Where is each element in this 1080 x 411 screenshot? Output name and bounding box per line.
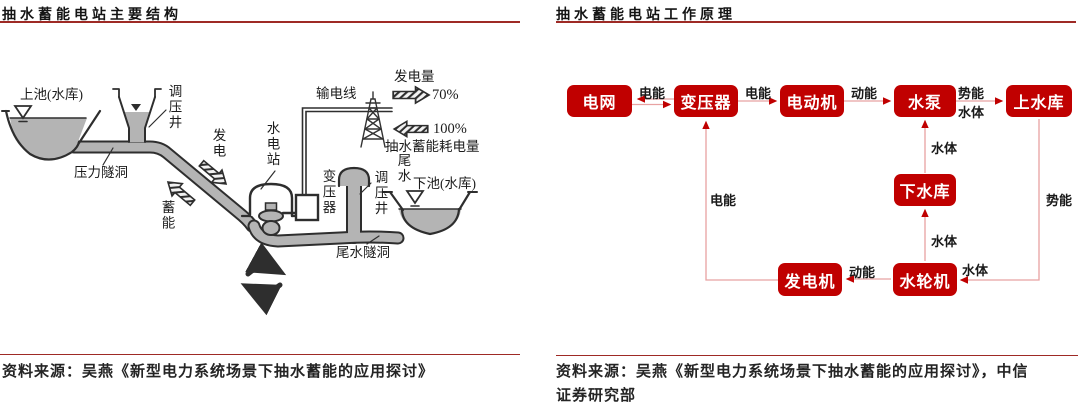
left-source-rule xyxy=(0,354,520,355)
edge-label-lower-pump-water: 水体 xyxy=(931,141,958,156)
label-upper-pool: 上池(水库) xyxy=(20,87,83,102)
edge-label-turbine-generator: 动能 xyxy=(849,265,876,280)
label-surge-shaft-left: 调压井 xyxy=(166,84,182,131)
node-motor: 电动机 xyxy=(780,85,844,117)
right-source-rule xyxy=(556,355,1078,356)
edge-label-transformer-motor: 电能 xyxy=(745,86,772,101)
label-tailrace-tunnel: 尾水隧洞 xyxy=(336,245,390,260)
tail-surge-shaft-shape xyxy=(337,166,371,188)
transmission-tower-icon xyxy=(360,91,386,148)
tailrace-tunnel-shape xyxy=(247,176,405,248)
node-grid: 电网 xyxy=(567,85,632,117)
label-surge-shaft-right: 调压井 xyxy=(372,170,388,217)
label-pumping-share: 100% xyxy=(433,121,467,137)
right-source-line2: 证券研究部 xyxy=(556,387,637,404)
generation-share-arrow-icon xyxy=(392,86,430,104)
powerhouse-dome-shape xyxy=(240,182,302,218)
right-title-rule xyxy=(556,21,1076,23)
edge-label-upper-turbine-potential: 势能 xyxy=(1046,193,1073,208)
left-title-rule xyxy=(0,21,520,23)
label-lower-pool: 下池(水库) xyxy=(413,176,476,191)
edge-label-motor-pump: 动能 xyxy=(851,86,878,101)
left-figure-title: 抽水蓄能电站主要结构 xyxy=(2,6,182,22)
label-transmission-line: 输电线 xyxy=(316,86,357,101)
right-figure-title: 抽水蓄能电站工作原理 xyxy=(556,6,736,22)
left-source: 资料来源：吴燕《新型电力系统场景下抽水蓄能的应用探讨》 xyxy=(2,363,435,380)
callout-lines xyxy=(102,109,380,245)
label-generation-share: 70% xyxy=(432,87,459,103)
node-lower-reservoir: 下水库 xyxy=(894,174,956,206)
upper-reservoir-shape xyxy=(1,105,102,161)
edge-label-grid-transformer: 电能 xyxy=(639,86,666,101)
edge-label-pump-upper-potential: 势能 xyxy=(958,86,985,101)
label-transformer: 变压器 xyxy=(320,169,336,216)
label-power-station: 水电站 xyxy=(264,121,280,168)
label-generation: 发电 xyxy=(210,128,226,159)
node-turbine: 水轮机 xyxy=(893,263,957,296)
pressure-tunnel-shape xyxy=(67,140,259,233)
edge-label-turbine-lower-water: 水体 xyxy=(931,234,958,249)
node-generator: 发电机 xyxy=(778,263,842,296)
edge-generator-to-transformer xyxy=(702,120,778,281)
edge-label-pump-upper-water: 水体 xyxy=(958,105,985,120)
lower-reservoir-shape xyxy=(382,190,478,236)
pumping-share-arrow-icon xyxy=(393,120,429,138)
edge-label-upper-turbine-water: 水体 xyxy=(962,263,989,278)
edge-label-generator-transformer: 电能 xyxy=(710,193,737,208)
label-tailwater: 尾水 xyxy=(395,153,411,184)
transmission-line-shape xyxy=(301,107,393,196)
pump-turbine-unit-shape xyxy=(258,202,298,236)
head-surge-shaft-shape xyxy=(112,88,162,143)
flowchart-connectors xyxy=(632,95,1040,284)
edge-upper-to-turbine xyxy=(959,119,1040,284)
node-pump: 水泵 xyxy=(894,85,956,117)
transformer-box-shape xyxy=(294,193,320,222)
pumped-storage-schematic xyxy=(1,86,478,316)
right-source-line1: 资料来源：吴燕《新型电力系统场景下抽水蓄能的应用探讨》，中信 xyxy=(556,363,1029,380)
label-pumping-consumption: 抽水蓄能耗电量 xyxy=(385,139,480,154)
label-pressure-tunnel: 压力隧洞 xyxy=(74,165,128,180)
node-transformer: 变压器 xyxy=(674,85,738,117)
label-generation-amount: 发电量 xyxy=(394,69,435,84)
label-storage: 蓄能 xyxy=(159,200,175,231)
node-upper-reservoir: 上水库 xyxy=(1006,85,1072,117)
rotation-arrows-icon xyxy=(240,242,287,316)
